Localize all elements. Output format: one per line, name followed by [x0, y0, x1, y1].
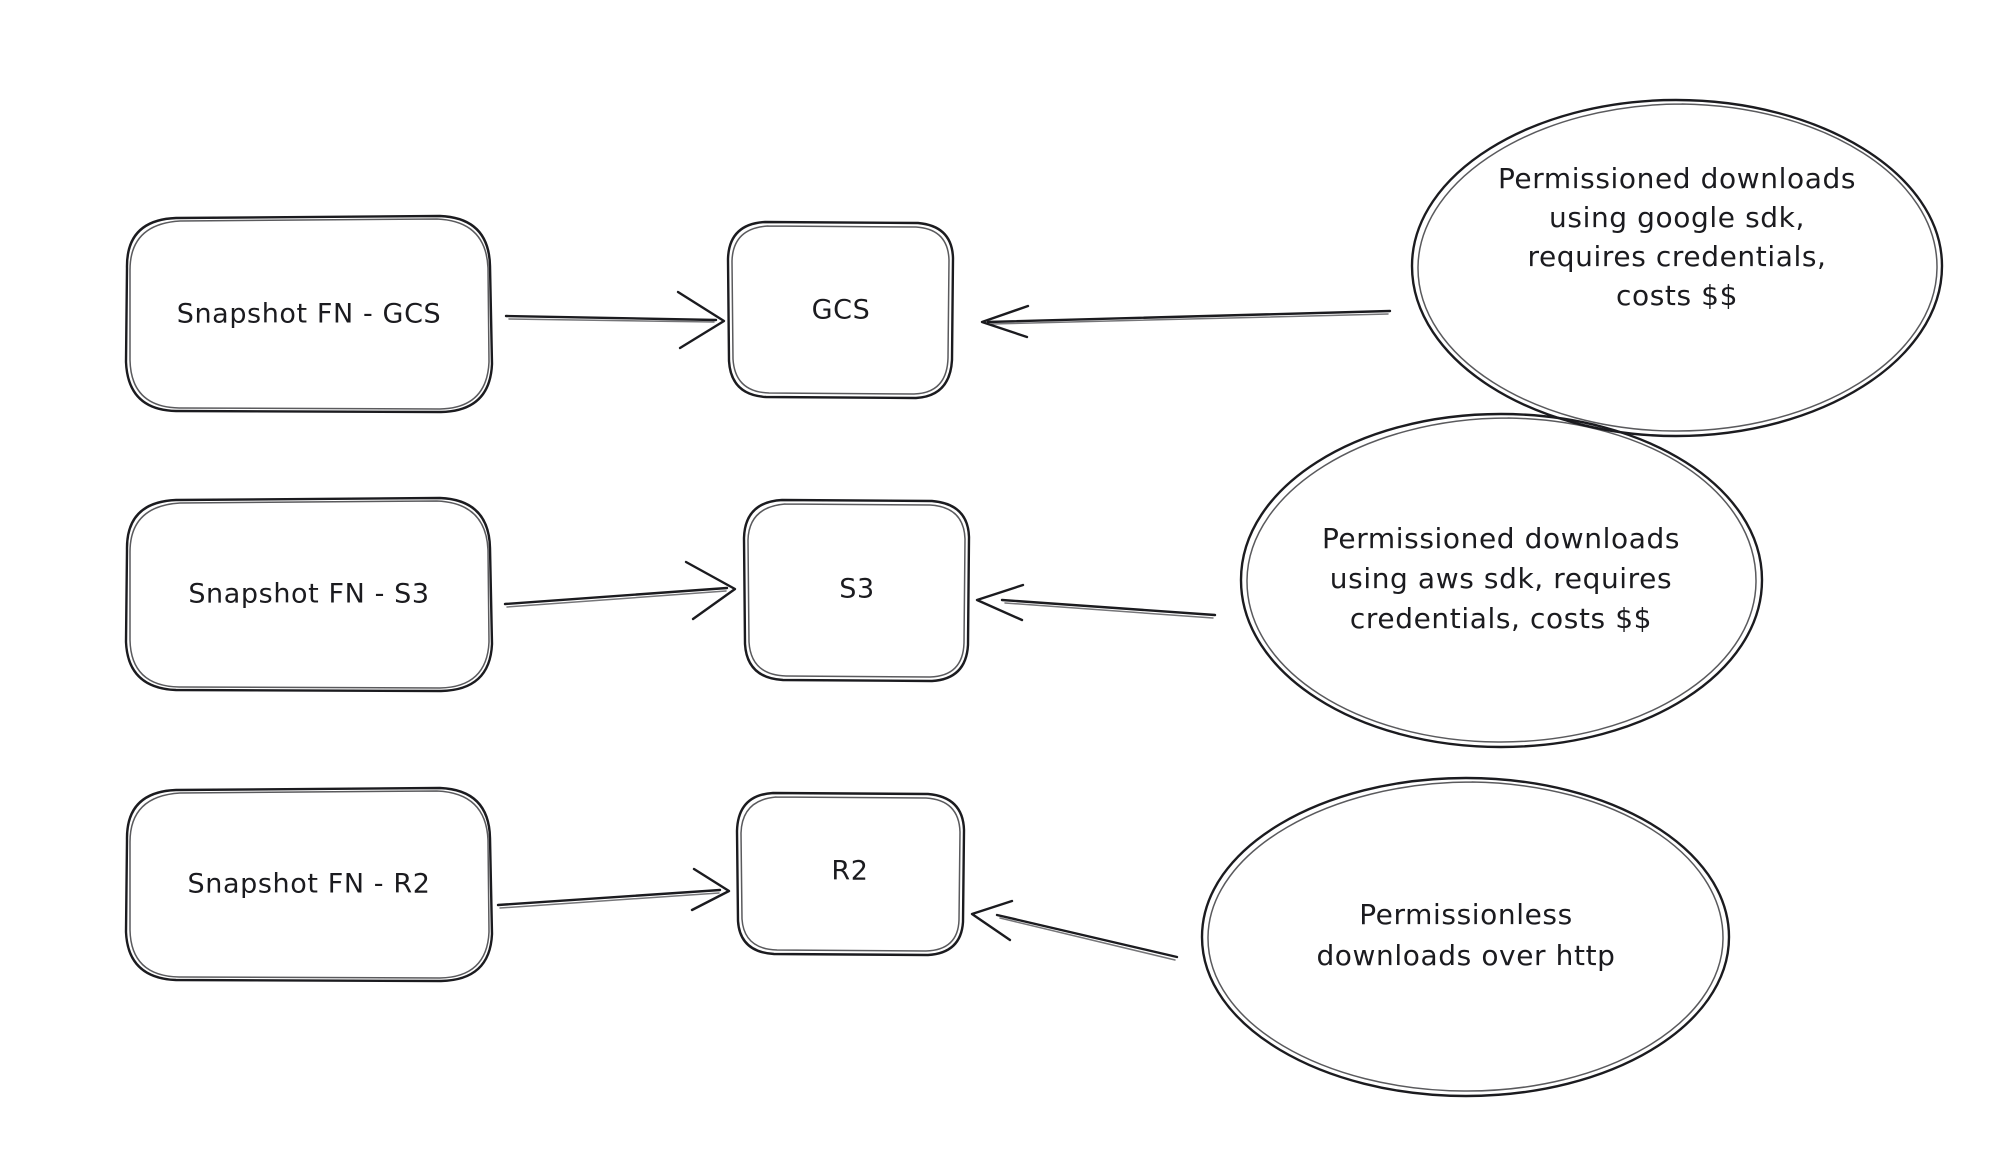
edge-note-to-r2	[970, 899, 1179, 961]
note-ellipse-s3-line-0: Permissioned downloads	[1322, 522, 1680, 555]
edge-note-to-s3	[975, 583, 1217, 622]
target-box-gcs-label: GCS	[812, 295, 871, 326]
note-ellipse-gcs[interactable]: Permissioned downloads using google sdk,…	[1410, 98, 1944, 438]
note-ellipse-gcs-line-2: requires credentials,	[1527, 240, 1826, 273]
note-ellipse-s3-line-2: credentials, costs $$	[1350, 602, 1652, 635]
source-box-gcs[interactable]: Snapshot FN - GCS	[124, 214, 494, 414]
edge-source-to-s3	[503, 560, 737, 621]
edge-note-to-gcs	[980, 304, 1392, 339]
note-ellipse-r2-line-0: Permissionless	[1359, 898, 1573, 931]
target-box-r2-label: R2	[831, 856, 868, 887]
source-box-gcs-label: Snapshot FN - GCS	[177, 299, 442, 330]
row-gcs: Snapshot FN - GCS GCS	[124, 98, 1944, 438]
source-box-r2-label: Snapshot FN - R2	[188, 869, 431, 900]
row-s3: Snapshot FN - S3 S3 Permissioned d	[124, 412, 1764, 749]
edge-source-to-gcs	[504, 290, 726, 350]
note-ellipse-s3[interactable]: Permissioned downloads using aws sdk, re…	[1239, 412, 1764, 749]
note-ellipse-r2-line-1: downloads over http	[1316, 939, 1615, 972]
target-box-gcs[interactable]: GCS	[726, 220, 955, 400]
row-r2: Snapshot FN - R2 R2 Permissionless	[124, 776, 1731, 1098]
source-box-s3-label: Snapshot FN - S3	[188, 579, 429, 610]
note-ellipse-gcs-line-3: costs $$	[1616, 279, 1738, 312]
edge-source-to-r2	[496, 867, 731, 912]
note-ellipse-gcs-line-1: using google sdk,	[1549, 201, 1805, 234]
note-ellipse-s3-line-1: using aws sdk, requires	[1330, 562, 1672, 595]
target-box-s3-label: S3	[839, 574, 875, 605]
target-box-r2[interactable]: R2	[735, 791, 966, 957]
source-box-r2[interactable]: Snapshot FN - R2	[124, 786, 494, 983]
target-box-s3[interactable]: S3	[742, 498, 971, 683]
note-ellipse-r2[interactable]: Permissionless downloads over http	[1200, 776, 1731, 1098]
source-box-s3[interactable]: Snapshot FN - S3	[124, 496, 494, 693]
note-ellipse-gcs-line-0: Permissioned downloads	[1498, 162, 1856, 195]
